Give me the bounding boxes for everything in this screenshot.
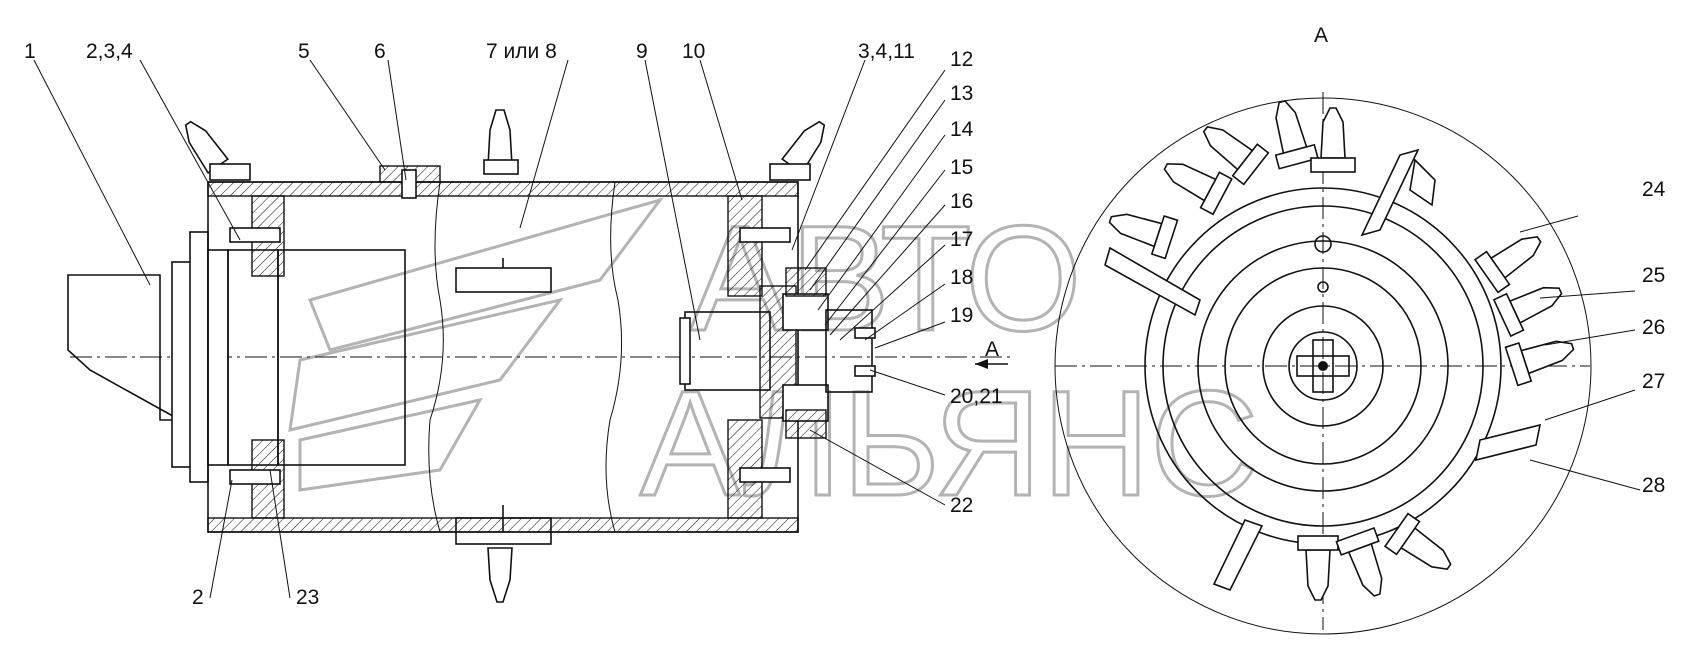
vanes xyxy=(1104,148,1542,592)
break-line-2 xyxy=(605,181,623,533)
callout-25: 25 xyxy=(1642,264,1665,287)
callout-17: 17 xyxy=(950,228,973,251)
key-part-upper xyxy=(455,267,552,293)
view-arrow-head xyxy=(975,359,988,369)
drum-ring-4 xyxy=(1224,267,1422,465)
seal-lower xyxy=(785,409,827,439)
drum-ring-2 xyxy=(1162,205,1484,527)
callout-9: 9 xyxy=(636,40,648,63)
callout-14: 14 xyxy=(950,118,974,141)
motor-housing xyxy=(67,274,184,421)
hole-top xyxy=(1314,235,1332,253)
callout-13: 13 xyxy=(950,82,973,105)
hub-inner xyxy=(1288,331,1358,401)
callout-28: 28 xyxy=(1642,474,1665,497)
callout-2: 2 xyxy=(192,586,204,609)
callout-12: 12 xyxy=(950,48,973,71)
cap-bolt-lower xyxy=(854,365,876,377)
leader-lines xyxy=(33,59,1641,599)
watermark-logo xyxy=(288,197,664,492)
view-arrow-label: A xyxy=(985,338,999,361)
callout-23: 23 xyxy=(296,586,319,609)
bolt-upper-right xyxy=(739,227,791,243)
picks-end-view xyxy=(1108,100,1575,601)
break-line-1 xyxy=(428,181,444,533)
end-cap xyxy=(825,309,873,393)
callout-6: 6 xyxy=(374,40,386,63)
bearing-upper xyxy=(782,293,829,331)
right-flange-upper xyxy=(727,195,763,297)
callout-20-21: 20,21 xyxy=(950,385,1003,408)
bolt-lower-left xyxy=(229,469,281,485)
hub-key-v xyxy=(1312,339,1334,393)
adapter-ring xyxy=(207,249,229,466)
picks-left-view xyxy=(184,109,826,603)
callout-27: 27 xyxy=(1642,370,1665,393)
seal-upper xyxy=(785,267,827,297)
hole-top-2 xyxy=(1317,281,1329,293)
shaft-end xyxy=(679,317,691,385)
section-view xyxy=(67,109,1010,603)
end-view-a xyxy=(1054,92,1592,635)
bolt-upper-left xyxy=(229,227,281,243)
bolt-lower-right xyxy=(739,467,791,483)
callout-16: 16 xyxy=(950,190,973,213)
callout-7-or-8: 7 или 8 xyxy=(486,40,557,63)
mount-plate xyxy=(189,231,209,483)
hub-center xyxy=(1318,361,1328,371)
hub-key-h xyxy=(1296,355,1350,377)
callout-10: 10 xyxy=(682,40,705,63)
drum-ring-3 xyxy=(1197,240,1449,492)
top-screw-6 xyxy=(401,169,417,199)
callout-5: 5 xyxy=(298,40,310,63)
callout-15: 15 xyxy=(950,156,973,179)
callout-2-3-4: 2,3,4 xyxy=(86,40,133,63)
callout-1: 1 xyxy=(24,40,36,63)
end-view-title: A xyxy=(1314,24,1328,47)
callout-24: 24 xyxy=(1642,178,1666,201)
callout-18: 18 xyxy=(950,266,973,289)
motor-shaft-housing xyxy=(277,249,406,466)
callout-19: 19 xyxy=(950,304,973,327)
motor-flange xyxy=(171,261,193,468)
drum-top-wall xyxy=(207,181,799,197)
callout-labels: 1 2,3,4 5 6 7 или 8 9 10 3,4,11 12 13 14… xyxy=(24,24,1666,609)
hub-circle xyxy=(1262,305,1384,427)
callout-3-4-11: 3,4,11 xyxy=(858,40,915,63)
callout-26: 26 xyxy=(1642,316,1665,339)
callout-22: 22 xyxy=(950,494,973,517)
cap-bolt-upper xyxy=(854,327,876,339)
cutting-circle xyxy=(1054,97,1592,635)
